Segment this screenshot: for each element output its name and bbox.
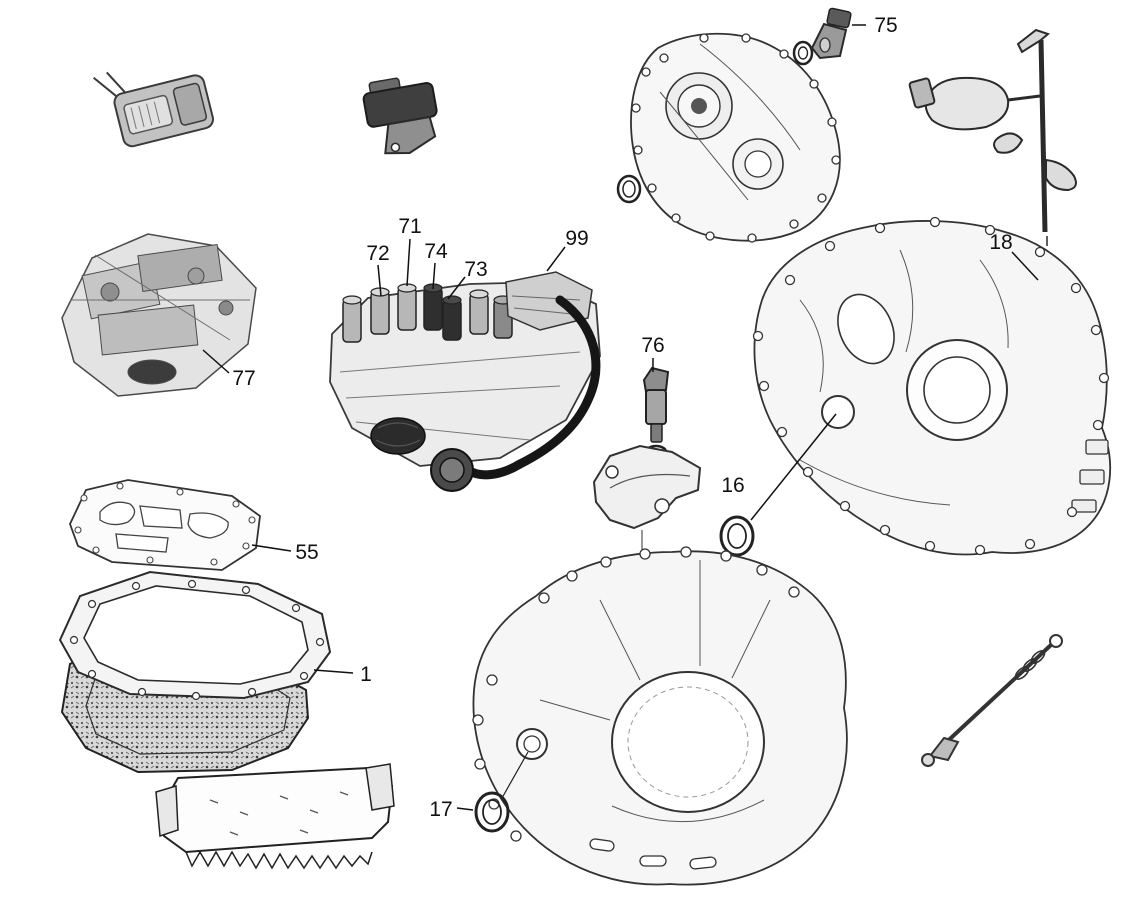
detent-rod-assembly: [921, 634, 1063, 767]
speed-sensor-75: [792, 7, 852, 66]
callout-99: 99: [546, 227, 589, 272]
callout-74: 74: [424, 240, 448, 290]
pressure-sensor-module: [362, 77, 438, 155]
transmission-case: [752, 216, 1112, 556]
callout-99-label: 99: [565, 227, 588, 250]
callout-77-label: 77: [232, 367, 255, 390]
callout-73: 73: [447, 258, 488, 300]
o-ring-16: [719, 515, 755, 557]
converter-housing: [472, 546, 848, 886]
callout-71-label: 71: [398, 215, 421, 238]
oil-pan-gasket: [58, 570, 332, 701]
callout-16-label: 16: [721, 474, 744, 497]
transmission-control-module: [93, 71, 214, 148]
dipstick-tube-assembly: [908, 28, 1077, 280]
callout-74-label: 74: [424, 240, 448, 263]
callout-73-label: 73: [464, 258, 487, 281]
solenoid-bank: [342, 283, 513, 343]
callout-18: 18: [989, 231, 1039, 281]
callout-55: 55: [251, 541, 319, 564]
callout-55-label: 55: [295, 541, 318, 564]
callouts: 75 18 71 72 74 73 99 77: [202, 14, 1039, 821]
cover-o-ring: [616, 174, 642, 204]
heat-shield: [155, 763, 395, 870]
callout-77: 77: [202, 349, 256, 390]
callout-72-label: 72: [366, 242, 389, 265]
callout-71: 71: [398, 215, 422, 287]
sensor-mounting-bracket: [592, 444, 702, 560]
callout-17: 17: [429, 798, 474, 821]
callout-72: 72: [366, 242, 390, 297]
callout-18-label: 18: [989, 231, 1012, 254]
side-cover: [630, 32, 841, 243]
callout-1: 1: [313, 663, 372, 686]
callout-75-label: 75: [874, 14, 897, 37]
seal-17: [474, 751, 529, 833]
callout-17-label: 17: [429, 798, 452, 821]
callout-1-label: 1: [360, 663, 372, 686]
valve-body-photo: [61, 233, 257, 397]
callout-16: 16: [721, 413, 837, 521]
valve-body-assembly: [329, 271, 601, 492]
valve-body-spacer-plate: [69, 479, 261, 571]
input-speed-sensor: [642, 366, 670, 460]
callout-75: 75: [852, 14, 898, 37]
callout-76: 76: [641, 334, 665, 372]
callout-76-label: 76: [641, 334, 664, 357]
